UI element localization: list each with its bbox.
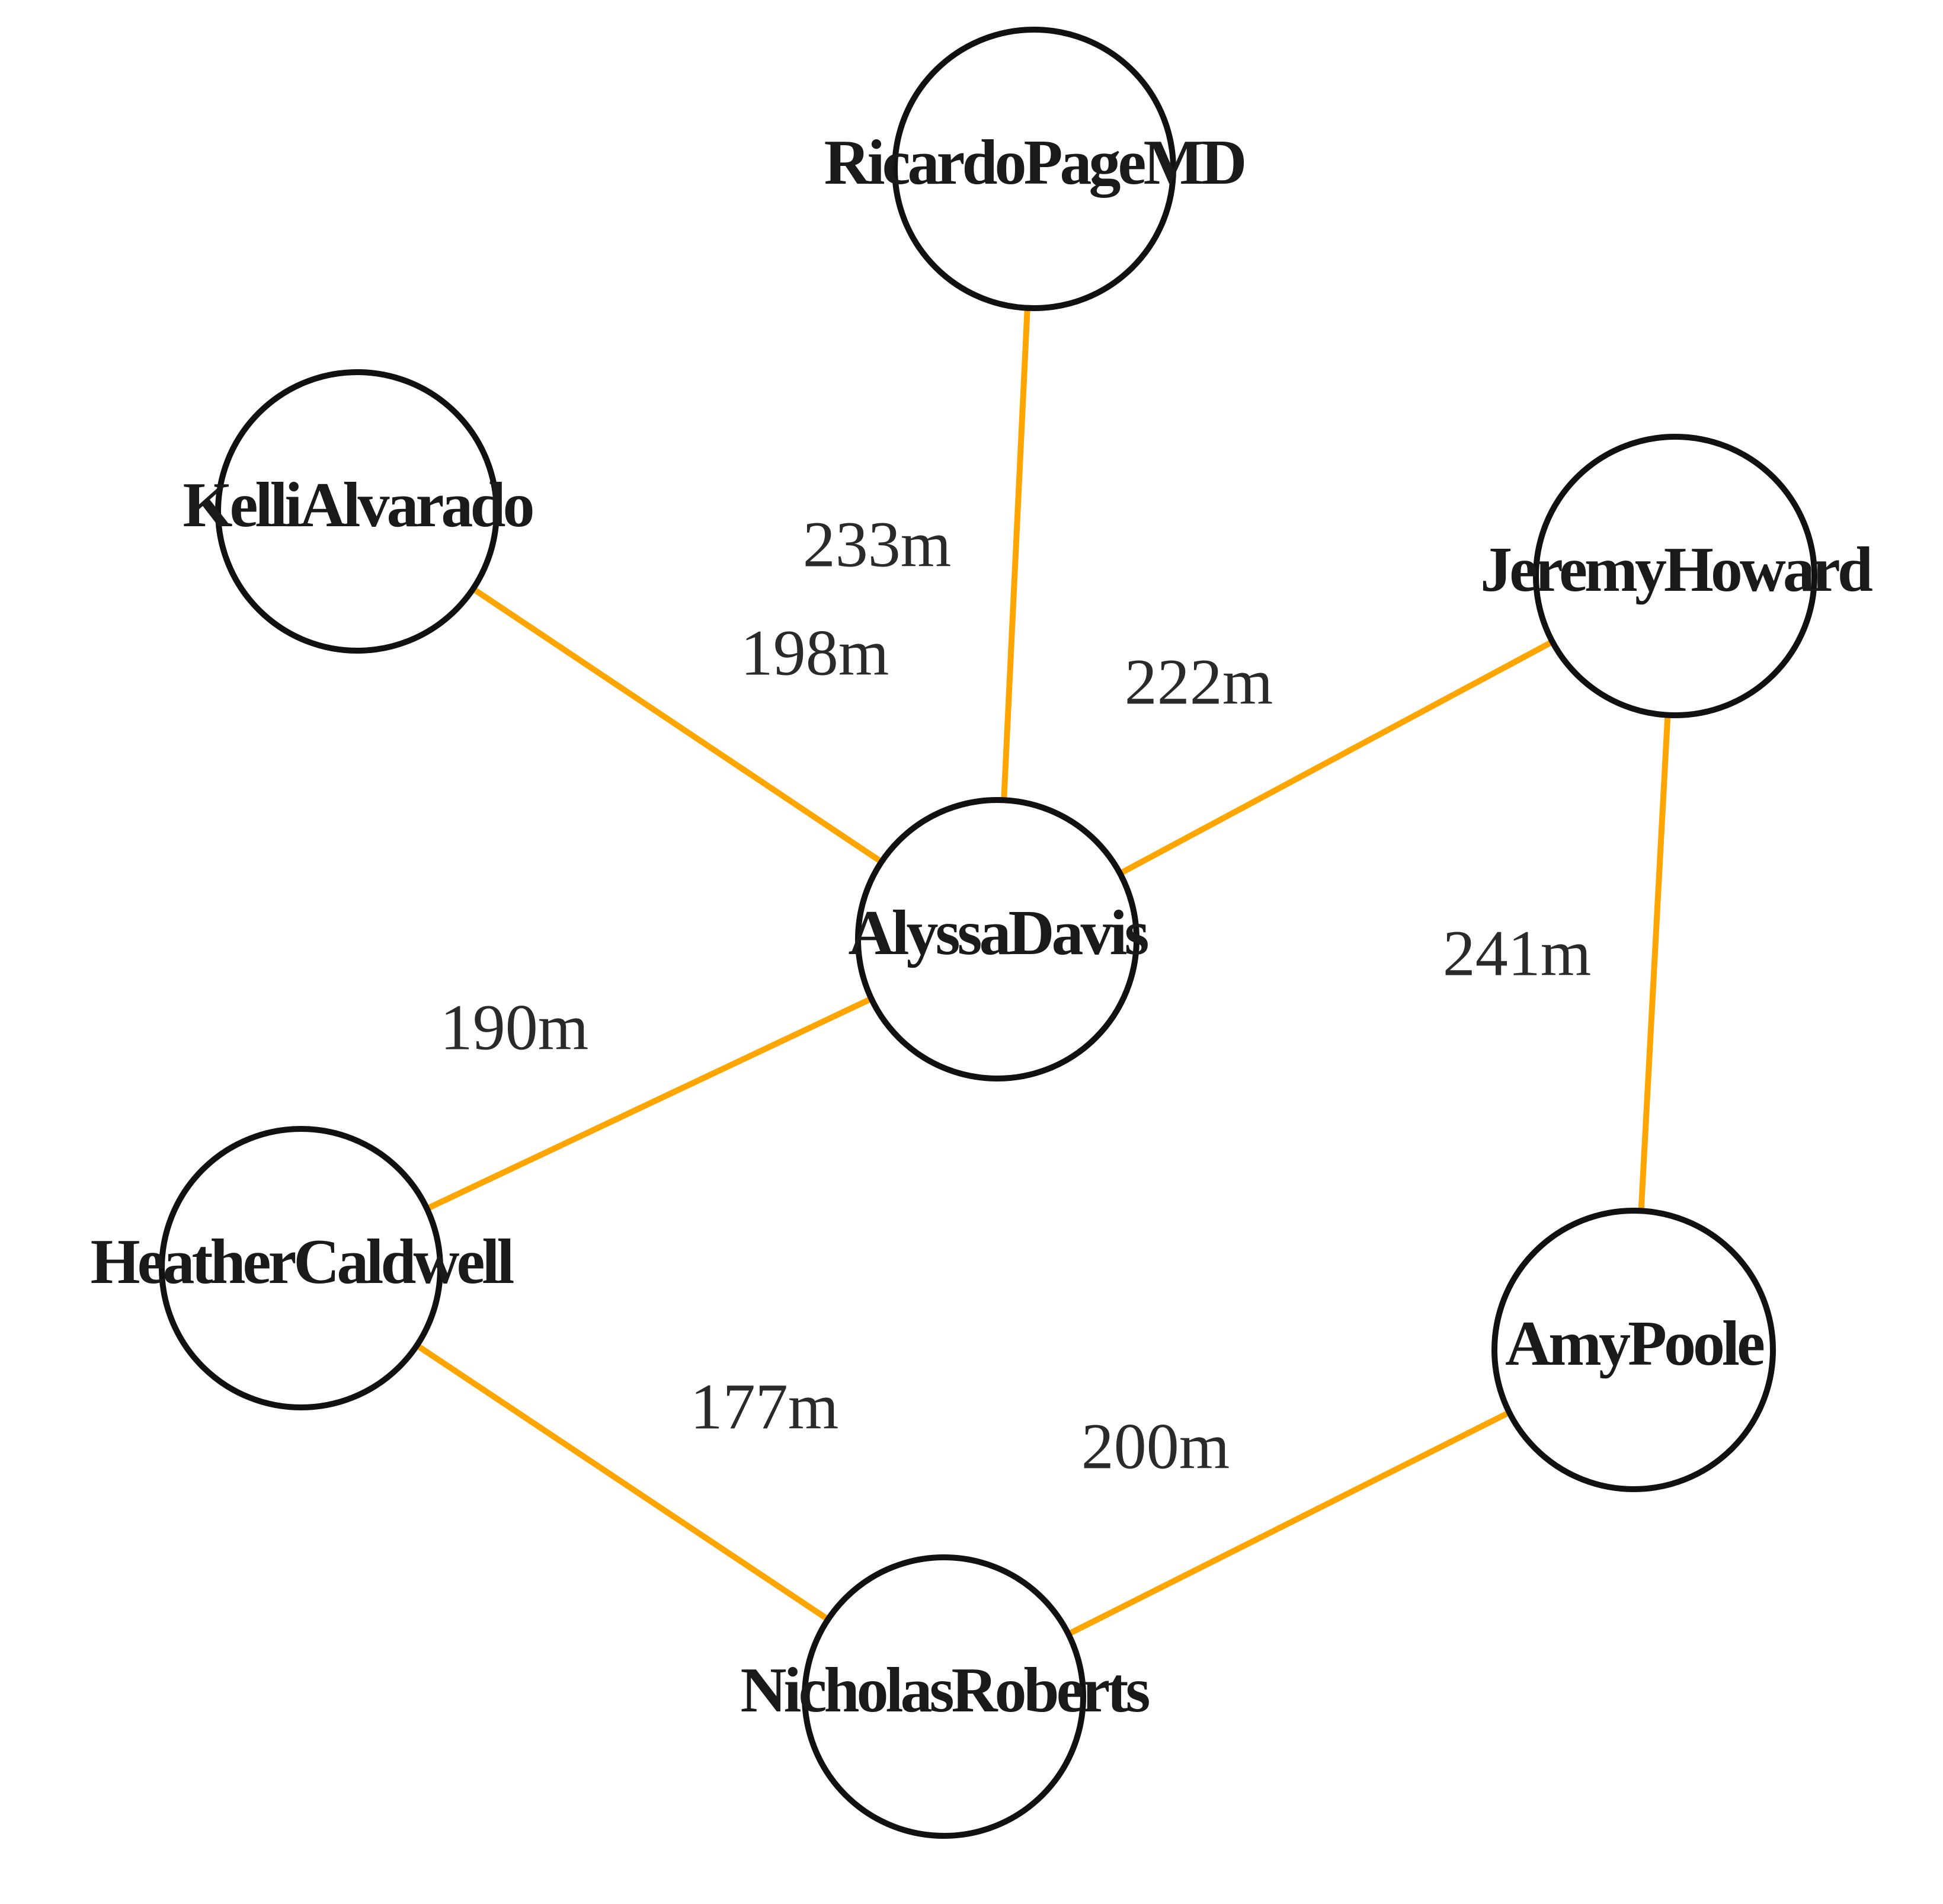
node-circle[interactable] — [802, 1554, 1086, 1839]
node-label: KelliAlvarado — [183, 470, 533, 540]
node-alyssa[interactable]: AlyssaDavis — [848, 797, 1151, 1081]
node-label: AlyssaDavis — [848, 898, 1148, 968]
edge-label-ricardo-alyssa: 233m — [803, 508, 952, 580]
node-circle[interactable] — [159, 1126, 443, 1410]
edge-label-kelli-alyssa: 198m — [741, 616, 889, 689]
node-label: RicardoPageMD — [824, 127, 1244, 198]
node-label: NicholasRoberts — [741, 1655, 1150, 1726]
node-circle[interactable] — [855, 797, 1139, 1081]
edge-labels-layer: 233m 198m 222m 241m 190m 177m 200m — [440, 508, 1592, 1482]
nodes-layer: RicardoPageMD KelliAlvaradoJeremyHowardAl… — [91, 27, 1875, 1839]
node-heather[interactable]: HeatherCaldwell — [91, 1126, 517, 1410]
node-circle[interactable] — [1533, 434, 1817, 718]
node-label: AmyPoole — [1505, 1308, 1764, 1379]
edge-label-jeremy-amy: 241m — [1443, 917, 1592, 989]
node-label: JeremyHoward — [1480, 535, 1872, 605]
edge-label-heather-nicholas: 177m — [690, 1370, 839, 1442]
node-circle[interactable] — [892, 27, 1176, 311]
node-circle[interactable] — [1491, 1208, 1776, 1492]
node-kelli[interactable]: KelliAlvarado — [183, 369, 535, 654]
edge-label-alyssa-heather: 190m — [440, 991, 589, 1063]
node-nicholas[interactable]: NicholasRoberts — [741, 1554, 1152, 1839]
node-circle[interactable] — [215, 369, 500, 654]
node-amy[interactable]: AmyPoole — [1491, 1208, 1776, 1492]
edge-label-nicholas-amy: 200m — [1081, 1410, 1230, 1482]
node-label: HeatherCaldwell — [91, 1227, 514, 1297]
node-ricardo[interactable]: RicardoPageMD — [824, 27, 1247, 311]
node-jeremy[interactable]: JeremyHoward — [1480, 434, 1875, 718]
edge-label-jeremy-alyssa: 222m — [1125, 645, 1273, 718]
